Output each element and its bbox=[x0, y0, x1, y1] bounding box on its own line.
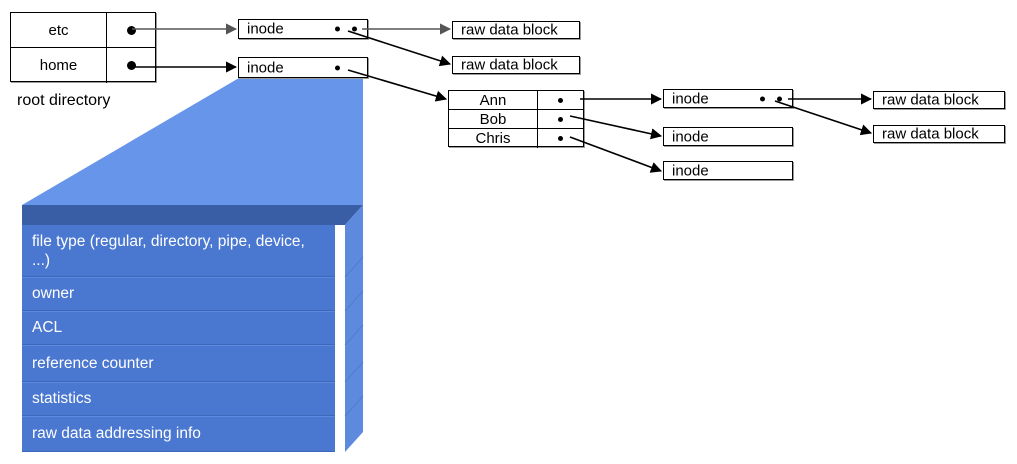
table-row[interactable]: etc bbox=[11, 13, 155, 48]
root-entry-name: home bbox=[11, 48, 107, 83]
inode-bob-box[interactable]: inode bbox=[663, 127, 793, 146]
root-entry-pointer[interactable] bbox=[107, 48, 155, 83]
inode-field-owner: owner bbox=[22, 277, 335, 311]
raw-data-block-label: raw data block bbox=[882, 91, 979, 109]
inode-field-statistics: statistics bbox=[22, 382, 335, 416]
raw-data-block-etc-1[interactable]: raw data block bbox=[452, 21, 580, 39]
root-directory-table: etc home bbox=[10, 12, 156, 83]
inode-field-filetype: file type (regular, directory, pipe, dev… bbox=[22, 225, 335, 277]
pointer-dot-icon bbox=[335, 26, 340, 32]
raw-data-block-ann-2[interactable]: raw data block bbox=[873, 125, 1005, 143]
pointer-dot-icon bbox=[126, 25, 136, 35]
inode-field-label: owner bbox=[32, 285, 75, 303]
inode-detail-stack: file type (regular, directory, pipe, dev… bbox=[22, 225, 345, 452]
inode-label: inode bbox=[247, 59, 284, 76]
inode-label: inode bbox=[247, 20, 284, 38]
pointer-dot-icon bbox=[558, 116, 563, 122]
root-entry-pointer[interactable] bbox=[107, 13, 155, 47]
table-row[interactable]: Chris bbox=[449, 129, 583, 148]
pointer-dot-icon bbox=[558, 97, 563, 103]
raw-data-block-label: raw data block bbox=[461, 56, 558, 74]
inode-pointer-dots bbox=[760, 96, 782, 101]
pointer-dot-icon bbox=[126, 61, 136, 70]
inode-field-label: statistics bbox=[32, 390, 92, 408]
inode-field-acl: ACL bbox=[22, 311, 335, 345]
raw-data-block-ann-1[interactable]: raw data block bbox=[873, 91, 1005, 109]
root-entry-name: etc bbox=[11, 13, 107, 47]
home-entry-pointer[interactable] bbox=[538, 91, 583, 109]
inode-pointer-dots bbox=[335, 26, 357, 32]
table-row[interactable]: Bob bbox=[449, 110, 583, 129]
pointer-dot-icon bbox=[352, 26, 357, 32]
inode-home-box[interactable]: inode bbox=[238, 57, 368, 78]
inode-field-rawdata: raw data addressing info bbox=[22, 416, 335, 452]
inode-field-label: raw data addressing info bbox=[32, 425, 201, 443]
inode-pointer-dots bbox=[335, 65, 340, 70]
home-entry-name: Bob bbox=[449, 110, 538, 128]
inode-field-refcounter: reference counter bbox=[22, 345, 335, 382]
pointer-dot-icon bbox=[558, 136, 563, 141]
pointer-dot-icon bbox=[777, 96, 782, 101]
root-directory-caption: root directory bbox=[17, 92, 111, 109]
inode-label: inode bbox=[672, 162, 709, 179]
inode-ann-box[interactable]: inode bbox=[663, 89, 793, 108]
inode-etc-box[interactable]: inode bbox=[238, 19, 368, 39]
inode-label: inode bbox=[672, 90, 709, 107]
home-entry-name: Chris bbox=[449, 129, 538, 148]
raw-data-block-etc-2[interactable]: raw data block bbox=[452, 56, 580, 74]
home-entry-pointer[interactable] bbox=[538, 129, 583, 148]
inode-chris-box[interactable]: inode bbox=[663, 161, 793, 180]
home-directory-table: Ann Bob Chris bbox=[448, 90, 584, 148]
table-row[interactable]: Ann bbox=[449, 91, 583, 110]
inode-field-label: reference counter bbox=[32, 354, 154, 372]
inode-label: inode bbox=[672, 128, 709, 145]
inode-field-label: ACL bbox=[32, 319, 63, 337]
raw-data-block-label: raw data block bbox=[882, 125, 979, 143]
inode-field-label: file type (regular, directory, pipe, dev… bbox=[32, 233, 305, 270]
pointer-dot-icon bbox=[335, 65, 340, 70]
raw-data-block-label: raw data block bbox=[461, 21, 558, 39]
table-row[interactable]: home bbox=[11, 48, 155, 83]
home-entry-name: Ann bbox=[449, 91, 538, 109]
home-entry-pointer[interactable] bbox=[538, 110, 583, 128]
pointer-dot-icon bbox=[760, 96, 765, 101]
